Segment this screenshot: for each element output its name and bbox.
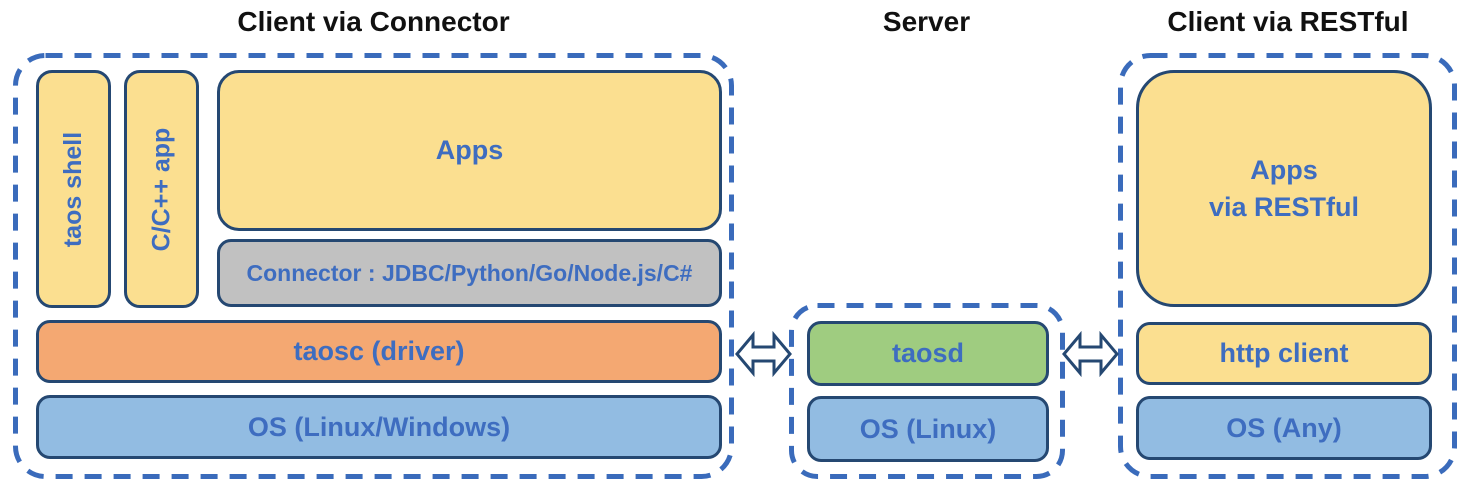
apps-restful-label-line2: via RESTful: [1208, 191, 1360, 222]
cpp-app-label: C/C++ app: [147, 127, 175, 251]
taosc-driver-box: taosc (driver): [36, 320, 722, 383]
os-linux-windows-box: OS (Linux/Windows): [36, 395, 722, 459]
client-connector-dashed-border: [13, 53, 734, 479]
taosc-driver-label: taosc (driver): [293, 336, 465, 366]
taosd-label: taosd: [891, 338, 964, 368]
http-client-box: http client: [1136, 322, 1432, 385]
taosd-box: taosd: [807, 321, 1049, 386]
bidirectional-arrow-icon: [1062, 330, 1119, 378]
os-linux-box: OS (Linux): [807, 396, 1049, 462]
os-any-label: OS (Any): [1226, 412, 1342, 443]
http-client-label: http client: [1219, 338, 1349, 368]
client-restful-dashed-border: [1118, 53, 1457, 479]
client-connector-title: Client via Connector: [237, 6, 510, 37]
apps-label: Apps: [435, 135, 504, 165]
apps-restful-label-line1: Apps: [1250, 155, 1318, 186]
bidirectional-arrow-icon: [735, 330, 792, 378]
taos-shell-box: taos shell: [36, 70, 111, 308]
taos-shell-label: taos shell: [59, 131, 88, 247]
os-any-box: OS (Any): [1136, 396, 1432, 460]
os-linux-label: OS (Linux): [859, 413, 997, 444]
cpp-app-box: C/C++ app: [124, 70, 199, 308]
server-dashed-border: [789, 303, 1065, 479]
server-title: Server: [882, 6, 971, 37]
connector-label: Connector : JDBC/Python/Go/Node.js/C#: [246, 259, 693, 286]
apps-box: Apps: [217, 70, 722, 231]
apps-restful-box: Apps via RESTful: [1136, 70, 1432, 307]
connector-box: Connector : JDBC/Python/Go/Node.js/C#: [217, 239, 722, 307]
os-linux-windows-label: OS (Linux/Windows): [247, 411, 511, 442]
apps-restful-label: Apps via RESTful: [1209, 152, 1359, 225]
client-restful-title: Client via RESTful: [1167, 6, 1409, 37]
